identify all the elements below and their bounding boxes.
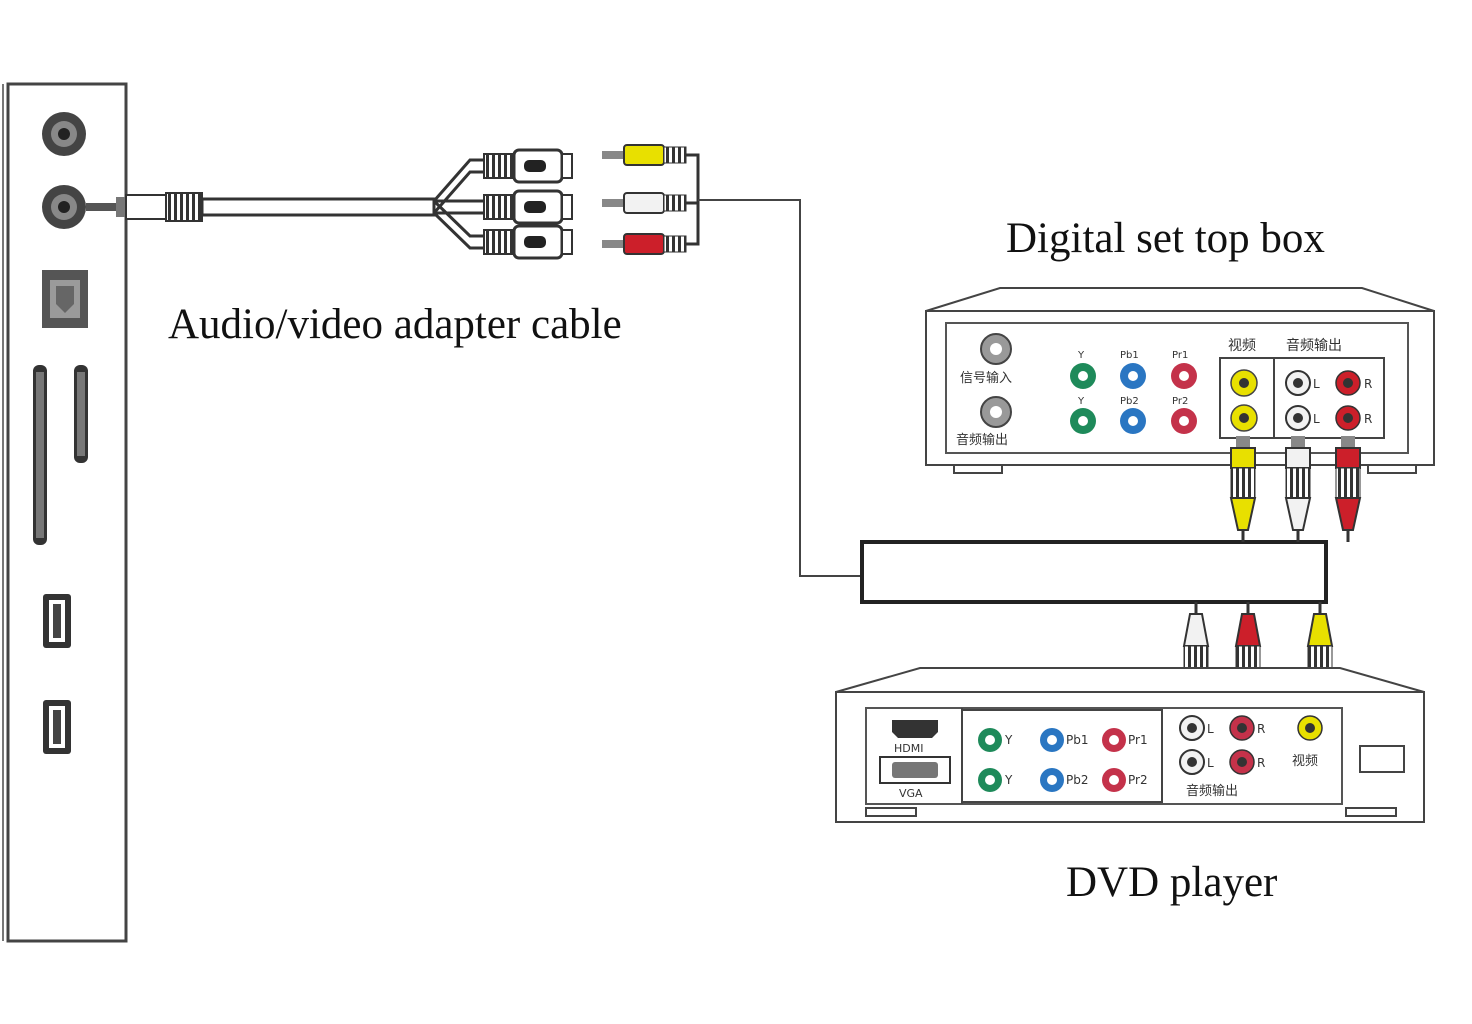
stb-plug-yellow bbox=[1229, 436, 1257, 542]
tv-card-slot-short bbox=[74, 365, 88, 463]
stb-r-label-1: R bbox=[1364, 377, 1372, 391]
connection-line bbox=[698, 199, 862, 577]
dvd-hdmi-label: HDMI bbox=[894, 742, 923, 755]
dvd-audio-out-label: 音频输出 bbox=[1186, 783, 1238, 799]
dvd-l-label-2: L bbox=[1207, 756, 1214, 770]
stb-label-y2: Y bbox=[1077, 396, 1085, 407]
stb-label-pr1: Pr1 bbox=[1172, 350, 1188, 361]
set-top-box-label: Digital set top box bbox=[1006, 215, 1325, 262]
dvd-label-y1: Y bbox=[1004, 733, 1013, 747]
stb-l-label-1: L bbox=[1313, 377, 1320, 391]
dvd-l-label-1: L bbox=[1207, 722, 1214, 736]
tv-av-jack bbox=[42, 185, 86, 229]
adapter-female-rca-middle bbox=[483, 189, 573, 225]
stb-label-pb1: Pb1 bbox=[1120, 350, 1139, 361]
dvd-label-pb2: Pb2 bbox=[1066, 773, 1089, 787]
set-top-box: 信号输入 音频输出 Y Pb1 Pr1 Y Pb2 Pr2 视频 音频输出 L … bbox=[925, 287, 1435, 474]
stb-video-header: 视频 bbox=[1228, 338, 1256, 354]
av-switch-box bbox=[860, 540, 1328, 604]
adapter-female-rca-top bbox=[483, 148, 573, 184]
stb-signal-in-label: 信号输入 bbox=[960, 370, 1012, 386]
dvd-video-label: 视频 bbox=[1292, 754, 1318, 769]
tv-card-slot-long bbox=[33, 365, 47, 545]
stb-label-pr2: Pr2 bbox=[1172, 396, 1188, 407]
dvd-r-label-2: R bbox=[1257, 756, 1265, 770]
dvd-label-pb1: Pb1 bbox=[1066, 733, 1089, 747]
stb-l-label-2: L bbox=[1313, 412, 1320, 426]
stb-r-label-2: R bbox=[1364, 412, 1372, 426]
stb-label-pb2: Pb2 bbox=[1120, 396, 1139, 407]
tv-usb-port-1 bbox=[43, 594, 71, 648]
adapter-female-rca-bottom bbox=[483, 224, 573, 260]
stb-audio-header: 音频输出 bbox=[1286, 337, 1342, 354]
dvd-label-pr1: Pr1 bbox=[1128, 733, 1148, 747]
dvd-r-label-1: R bbox=[1257, 722, 1265, 736]
stb-plug-red bbox=[1334, 436, 1362, 542]
rca-plug-white bbox=[602, 192, 687, 214]
tv-usb-port-2 bbox=[43, 700, 71, 754]
stb-audio-out-label: 音频输出 bbox=[956, 432, 1008, 448]
stb-label-y1: Y bbox=[1077, 350, 1085, 361]
dvd-vga-label: VGA bbox=[899, 787, 923, 800]
tv-optical-port bbox=[42, 270, 88, 328]
dvd-player-label: DVD player bbox=[1066, 859, 1278, 906]
rca-plug-yellow bbox=[602, 144, 687, 166]
dvd-label-y2: Y bbox=[1004, 773, 1013, 787]
tv-side-panel bbox=[2, 82, 128, 943]
stb-plug-white bbox=[1284, 436, 1312, 542]
av-adapter-cable bbox=[86, 148, 573, 260]
adapter-cable-label: Audio/video adapter cable bbox=[168, 301, 622, 348]
rca-plug-red bbox=[602, 233, 687, 255]
tv-jack-1 bbox=[42, 112, 86, 156]
dvd-player: HDMI VGA Y Y Pb1 Pb2 Pr1 Pr2 L L R R 视频 … bbox=[835, 667, 1425, 823]
dvd-label-pr2: Pr2 bbox=[1128, 773, 1148, 787]
